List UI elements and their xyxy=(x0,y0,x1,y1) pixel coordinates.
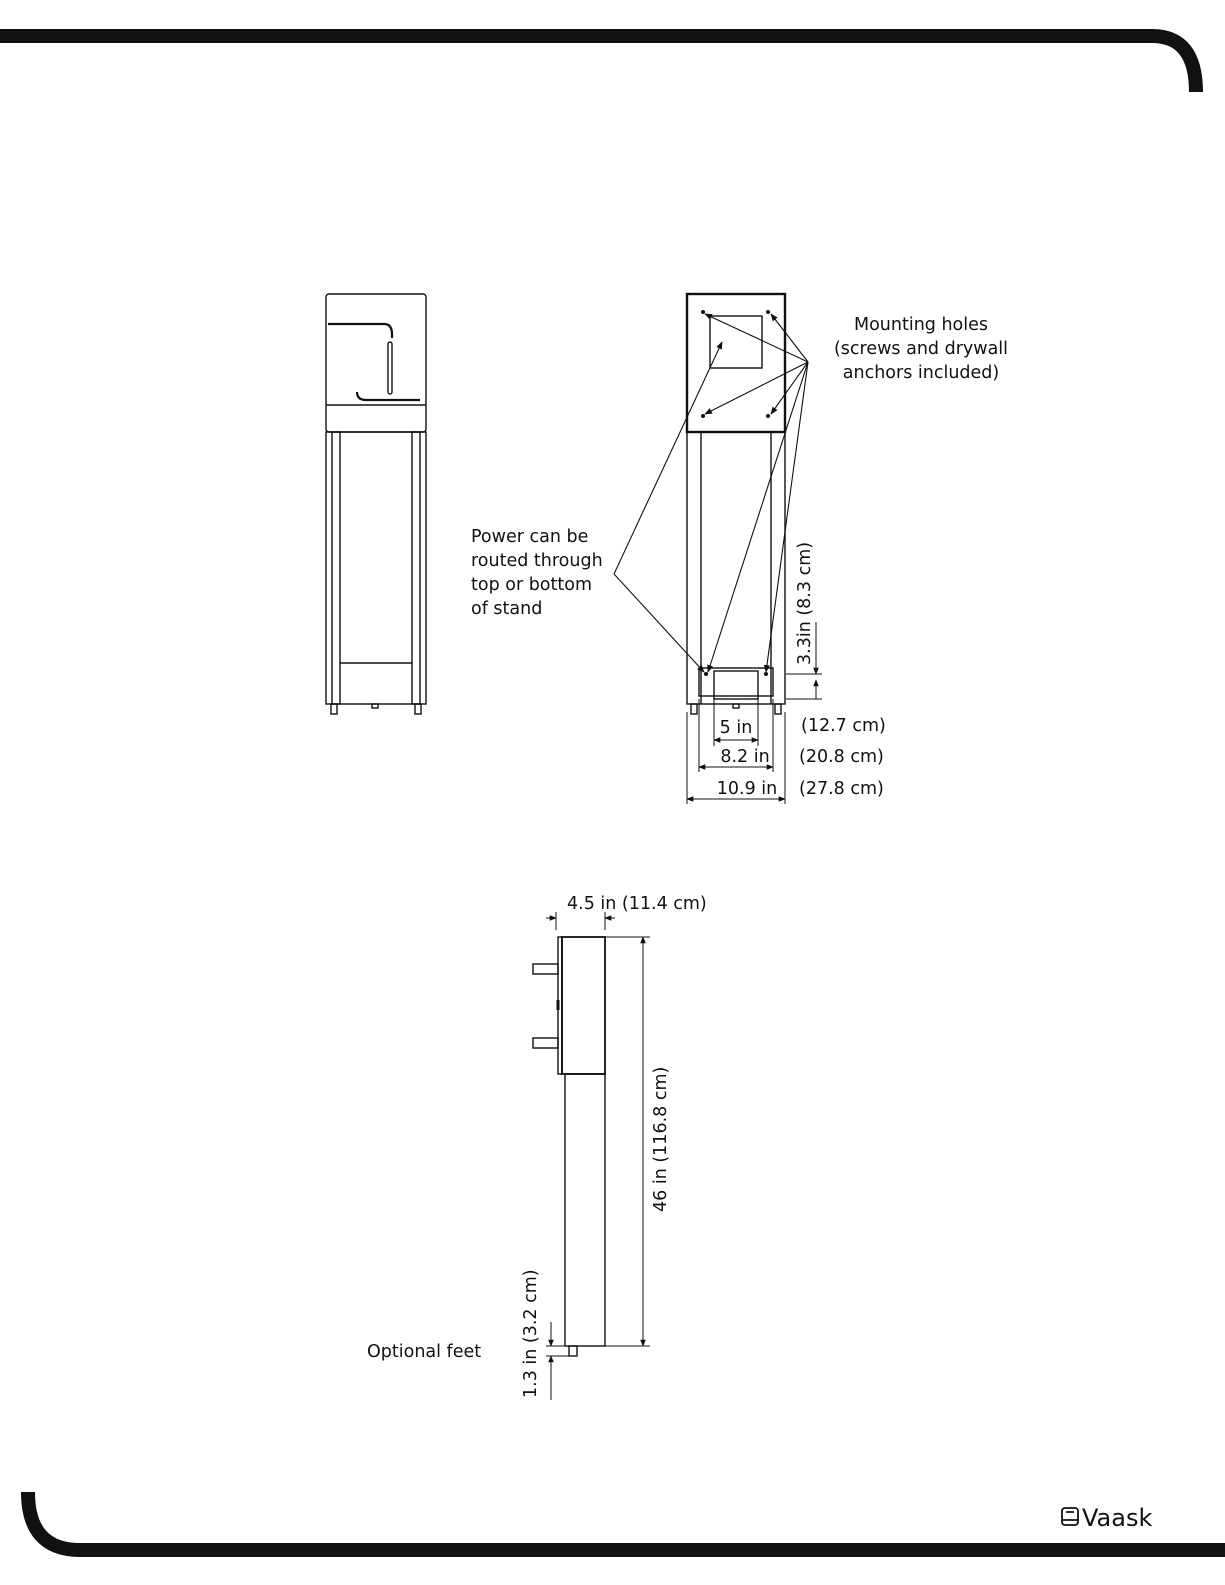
width-5-in: 5 in xyxy=(720,718,753,738)
mounting-holes-label-3: anchors included) xyxy=(843,363,999,383)
brand-name: Vaask xyxy=(1082,1504,1152,1532)
back-view xyxy=(687,294,785,714)
depth-dimension: 4.5 in (11.4 cm) xyxy=(567,894,707,914)
height-dimension: 46 in (116.8 cm) xyxy=(651,1067,671,1212)
width-10-9-in: 10.9 in xyxy=(717,779,777,799)
power-routing-label-4: of stand xyxy=(471,599,542,619)
feet-height-dimension: 1.3 in (3.2 cm) xyxy=(521,1269,541,1398)
power-leader-lines xyxy=(614,342,722,672)
side-view xyxy=(533,937,605,1356)
width-5-cm: (12.7 cm) xyxy=(801,716,886,736)
power-routing-label-1: Power can be xyxy=(471,527,588,547)
page-frame xyxy=(0,36,1225,1550)
width-8-2-cm: (20.8 cm) xyxy=(799,747,884,767)
mounting-holes-label-1: Mounting holes xyxy=(854,315,988,335)
mounting-holes-label-2: (screws and drywall xyxy=(834,339,1008,359)
optional-feet-label: Optional feet xyxy=(367,1342,481,1362)
width-8-2-in: 8.2 in xyxy=(720,747,769,767)
width-10-9-cm: (27.8 cm) xyxy=(799,779,884,799)
power-routing-label-3: top or bottom xyxy=(471,575,592,595)
power-routing-label-2: routed through xyxy=(471,551,603,571)
vaask-logo-icon xyxy=(1062,1508,1078,1525)
front-view xyxy=(326,294,426,714)
hole-offset-dimension: 3.3in (8.3 cm) xyxy=(795,542,815,665)
